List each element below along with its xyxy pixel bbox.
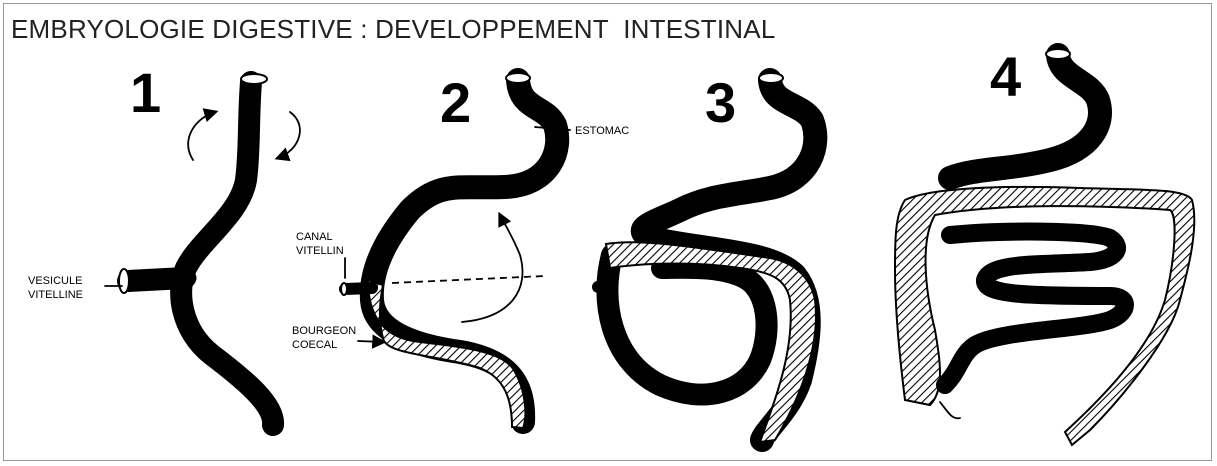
stage-number-4: 4 [990, 45, 1021, 108]
label-vesicule-line1: VESICULE [28, 275, 82, 287]
stage-3: 3 [598, 71, 816, 442]
stage-4: 4 [895, 45, 1194, 445]
stage-4-gut-tube [895, 49, 1194, 445]
label-vesicule-line2: VITELLINE [28, 289, 83, 301]
stage-number-3: 3 [705, 71, 736, 134]
label-canal-line2: VITELLIN [296, 245, 344, 257]
stage-number-2: 2 [440, 71, 471, 134]
label-canal-line1: CANAL [296, 231, 333, 243]
label-bourgeon-line1: BOURGEON [292, 325, 356, 337]
label-estomac: ESTOMAC [575, 125, 629, 137]
rotation-arrow-left [188, 112, 215, 160]
rotation-arrow-right [278, 112, 300, 158]
stage-1: 1 VESICULE VITELLINE [28, 61, 300, 425]
rotation-arrow-stage-2 [462, 215, 523, 322]
appendix [940, 402, 960, 418]
stage-2: 2 ESTOMAC CANAL VITELLIN BOURGEON COECAL [292, 71, 629, 428]
stage-1-gut-tube [119, 74, 273, 425]
label-bourgeon-line2: COECAL [292, 339, 337, 351]
bourgeon-pointer [358, 341, 383, 342]
stage-number-1: 1 [130, 61, 161, 124]
